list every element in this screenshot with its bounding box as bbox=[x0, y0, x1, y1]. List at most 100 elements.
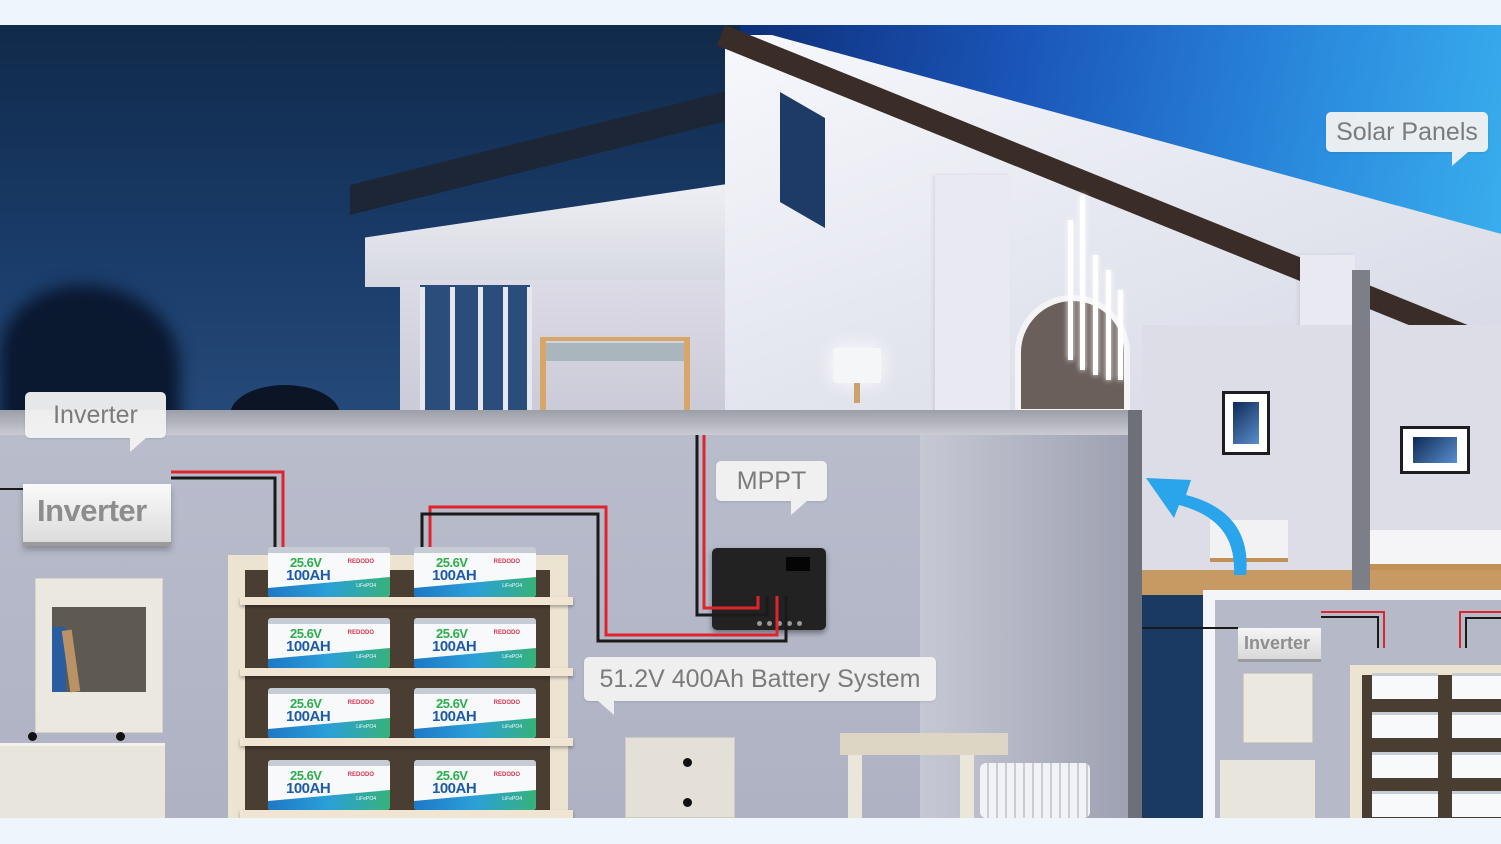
mppt-terminal bbox=[777, 621, 782, 626]
shelf-board bbox=[240, 597, 573, 605]
window-mullion bbox=[450, 287, 455, 425]
drawer-knob bbox=[28, 732, 37, 741]
wall-art-image bbox=[1233, 402, 1259, 444]
table-lamp bbox=[833, 348, 881, 383]
dresser bbox=[0, 743, 165, 818]
inset-battery bbox=[1372, 712, 1438, 738]
battery-brand: REDODO bbox=[493, 559, 520, 565]
drawer-knob bbox=[116, 732, 125, 741]
chandelier-rod bbox=[1118, 290, 1123, 380]
battery-capacity: 100AH bbox=[432, 567, 477, 584]
battery-chemistry: LiFePO4 bbox=[502, 724, 522, 730]
battery-capacity: 100AH bbox=[286, 708, 331, 725]
battery-unit: 25.6V 100AH REDODO LiFePO4 bbox=[268, 760, 390, 810]
mppt-terminal bbox=[787, 621, 792, 626]
battery-capacity: 100AH bbox=[286, 638, 331, 655]
inset-battery bbox=[1372, 673, 1438, 699]
lamp-base bbox=[854, 383, 860, 403]
battery-chemistry: LiFePO4 bbox=[502, 796, 522, 802]
shelf-board bbox=[240, 738, 573, 746]
battery-unit: 25.6V 100AH REDODO LiFePO4 bbox=[414, 618, 536, 668]
desk-leg bbox=[960, 755, 974, 818]
window-mullion bbox=[527, 287, 532, 425]
callout-battery-system-text: 51.2V 400Ah Battery System bbox=[599, 664, 921, 693]
house-cutaway-illustration: Inverter 25.6V 100AH REDODO LiFePO4 25.6… bbox=[0, 25, 1501, 818]
battery-brand: REDODO bbox=[493, 772, 520, 778]
inset-battery bbox=[1452, 791, 1501, 817]
mppt-terminal bbox=[767, 621, 772, 626]
shelf-board bbox=[240, 668, 573, 676]
inset-battery bbox=[1372, 791, 1438, 817]
battery-voltage: 25.6V bbox=[436, 696, 468, 711]
radiator bbox=[980, 763, 1090, 818]
chandelier-rod bbox=[1068, 220, 1073, 360]
battery-chemistry: LiFePO4 bbox=[356, 724, 376, 730]
battery-capacity: 100AH bbox=[286, 780, 331, 797]
wall-art-frame bbox=[1222, 391, 1270, 455]
inset-inverter-device: Inverter bbox=[1238, 628, 1321, 662]
battery-capacity: 100AH bbox=[432, 780, 477, 797]
battery-unit: 25.6V 100AH REDODO LiFePO4 bbox=[268, 618, 390, 668]
callout-mppt-text: MPPT bbox=[736, 466, 807, 495]
battery-voltage: 25.6V bbox=[290, 555, 322, 570]
inset-inverter-label: Inverter bbox=[1244, 633, 1311, 653]
chandelier-rod bbox=[1080, 195, 1085, 370]
inverter-device-label: Inverter bbox=[37, 493, 147, 528]
battery-brand: REDODO bbox=[347, 772, 374, 778]
battery-capacity: 100AH bbox=[432, 708, 477, 725]
callout-mppt: MPPT bbox=[716, 461, 827, 515]
battery-chemistry: LiFePO4 bbox=[502, 654, 522, 660]
battery-chemistry: LiFePO4 bbox=[356, 583, 376, 589]
battery-capacity: 100AH bbox=[432, 638, 477, 655]
mppt-terminal bbox=[757, 621, 762, 626]
inset-battery bbox=[1452, 752, 1501, 778]
battery-brand: REDODO bbox=[347, 700, 374, 706]
inset-battery bbox=[1452, 712, 1501, 738]
interior-wall bbox=[1352, 270, 1370, 590]
battery-chemistry: LiFePO4 bbox=[356, 654, 376, 660]
battery-unit: 25.6V 100AH REDODO LiFePO4 bbox=[268, 688, 390, 738]
battery-voltage: 25.6V bbox=[290, 696, 322, 711]
bottom-margin bbox=[0, 818, 1501, 844]
wall-column bbox=[935, 175, 1010, 415]
curved-arrow-icon bbox=[1146, 478, 1247, 575]
bed bbox=[1370, 530, 1501, 570]
chandelier-rod bbox=[1093, 255, 1098, 375]
bunk-mattress bbox=[546, 343, 684, 361]
nightstand bbox=[1210, 520, 1288, 562]
battery-brand: REDODO bbox=[347, 630, 374, 636]
window-mullion bbox=[420, 287, 425, 425]
battery-unit: 25.6V 100AH REDODO LiFePO4 bbox=[268, 547, 390, 597]
window-mullion bbox=[478, 287, 483, 425]
drawer-knob bbox=[683, 798, 692, 807]
exterior-wall-section bbox=[1128, 410, 1142, 818]
callout-battery-system: 51.2V 400Ah Battery System bbox=[584, 657, 936, 715]
chest-of-drawers bbox=[625, 737, 735, 818]
callout-inverter-text: Inverter bbox=[53, 400, 138, 429]
desk-top bbox=[840, 733, 1008, 755]
callout-inverter: Inverter bbox=[25, 392, 166, 452]
window-mullion bbox=[503, 287, 508, 425]
battery-unit: 25.6V 100AH REDODO LiFePO4 bbox=[414, 547, 536, 597]
battery-brand: REDODO bbox=[493, 700, 520, 706]
inset-dresser bbox=[1220, 760, 1315, 818]
inverter-device: Inverter bbox=[23, 484, 171, 546]
inset-battery bbox=[1372, 752, 1438, 778]
mppt-terminal bbox=[797, 621, 802, 626]
chandelier-rod bbox=[1106, 270, 1111, 380]
battery-unit: 25.6V 100AH REDODO LiFePO4 bbox=[414, 760, 536, 810]
battery-brand: REDODO bbox=[347, 559, 374, 565]
top-margin bbox=[0, 0, 1501, 25]
shelf-board bbox=[240, 810, 573, 818]
wall-art-frame bbox=[1400, 426, 1470, 474]
inset-battery bbox=[1452, 673, 1501, 699]
battery-chemistry: LiFePO4 bbox=[502, 583, 522, 589]
loft-window bbox=[420, 285, 530, 425]
floor-slab bbox=[0, 410, 1141, 438]
wall-art-image bbox=[1413, 437, 1457, 463]
inset-wall-cabinet bbox=[1243, 673, 1313, 743]
battery-voltage: 25.6V bbox=[290, 626, 322, 641]
battery-unit: 25.6V 100AH REDODO LiFePO4 bbox=[414, 688, 536, 738]
desk bbox=[840, 733, 1008, 818]
drawer-knob bbox=[683, 758, 692, 767]
